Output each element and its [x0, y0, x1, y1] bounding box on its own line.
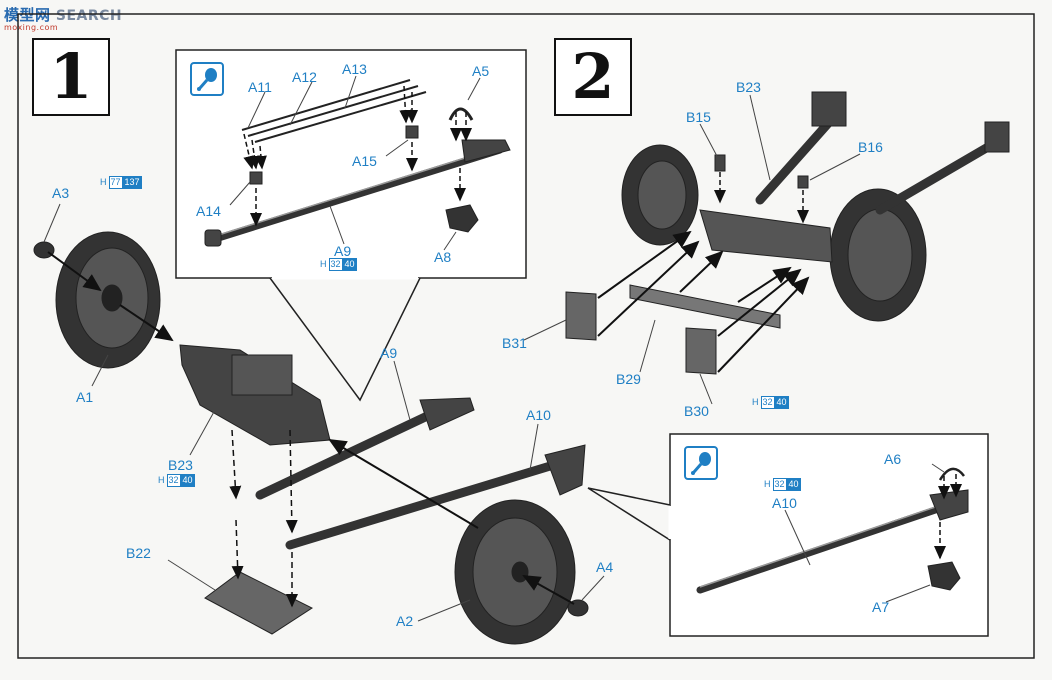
part-label-b22: B22	[126, 545, 151, 561]
part-label-a3: A3	[52, 185, 70, 201]
part-label-b16: B16	[858, 139, 883, 155]
part-label-a4: A4	[596, 559, 614, 575]
step-number-2: 2	[554, 38, 632, 116]
part-label-a12: A12	[292, 69, 317, 85]
part-label-b29: B29	[616, 371, 641, 387]
paint-hint-icon	[190, 62, 224, 96]
part-label-a6: A6	[884, 451, 902, 467]
part-label-b30: B30	[684, 403, 709, 419]
part-label-b31: B31	[502, 335, 527, 351]
paint-hint-icon	[684, 446, 718, 480]
part-label-a15: A15	[352, 153, 377, 169]
part-label-a2: A2	[396, 613, 414, 629]
part-label-a5: A5	[472, 63, 490, 79]
step1-assembly	[33, 231, 589, 645]
part-label-a11: A11	[248, 79, 272, 95]
part-label-a10-inset: A10	[772, 495, 797, 511]
step-number-1: 1	[32, 38, 110, 116]
step2-assembly	[565, 91, 1010, 375]
part-label-b23-step2: B23	[736, 79, 761, 95]
watermark-logo: 模型网 SEARCH moxing.com	[4, 6, 123, 32]
part-label-a14: A14	[196, 203, 221, 219]
part-label-b23: B23	[168, 457, 193, 473]
part-label-a9-inset: A9	[334, 243, 352, 259]
part-label-a7: A7	[872, 599, 890, 615]
part-label-a9-main: A9	[380, 345, 398, 361]
part-label-b15: B15	[686, 109, 711, 125]
part-label-a13: A13	[342, 61, 367, 77]
part-label-a1: A1	[76, 389, 94, 405]
part-label-a8: A8	[434, 249, 452, 265]
part-label-a10-main: A10	[526, 407, 551, 423]
